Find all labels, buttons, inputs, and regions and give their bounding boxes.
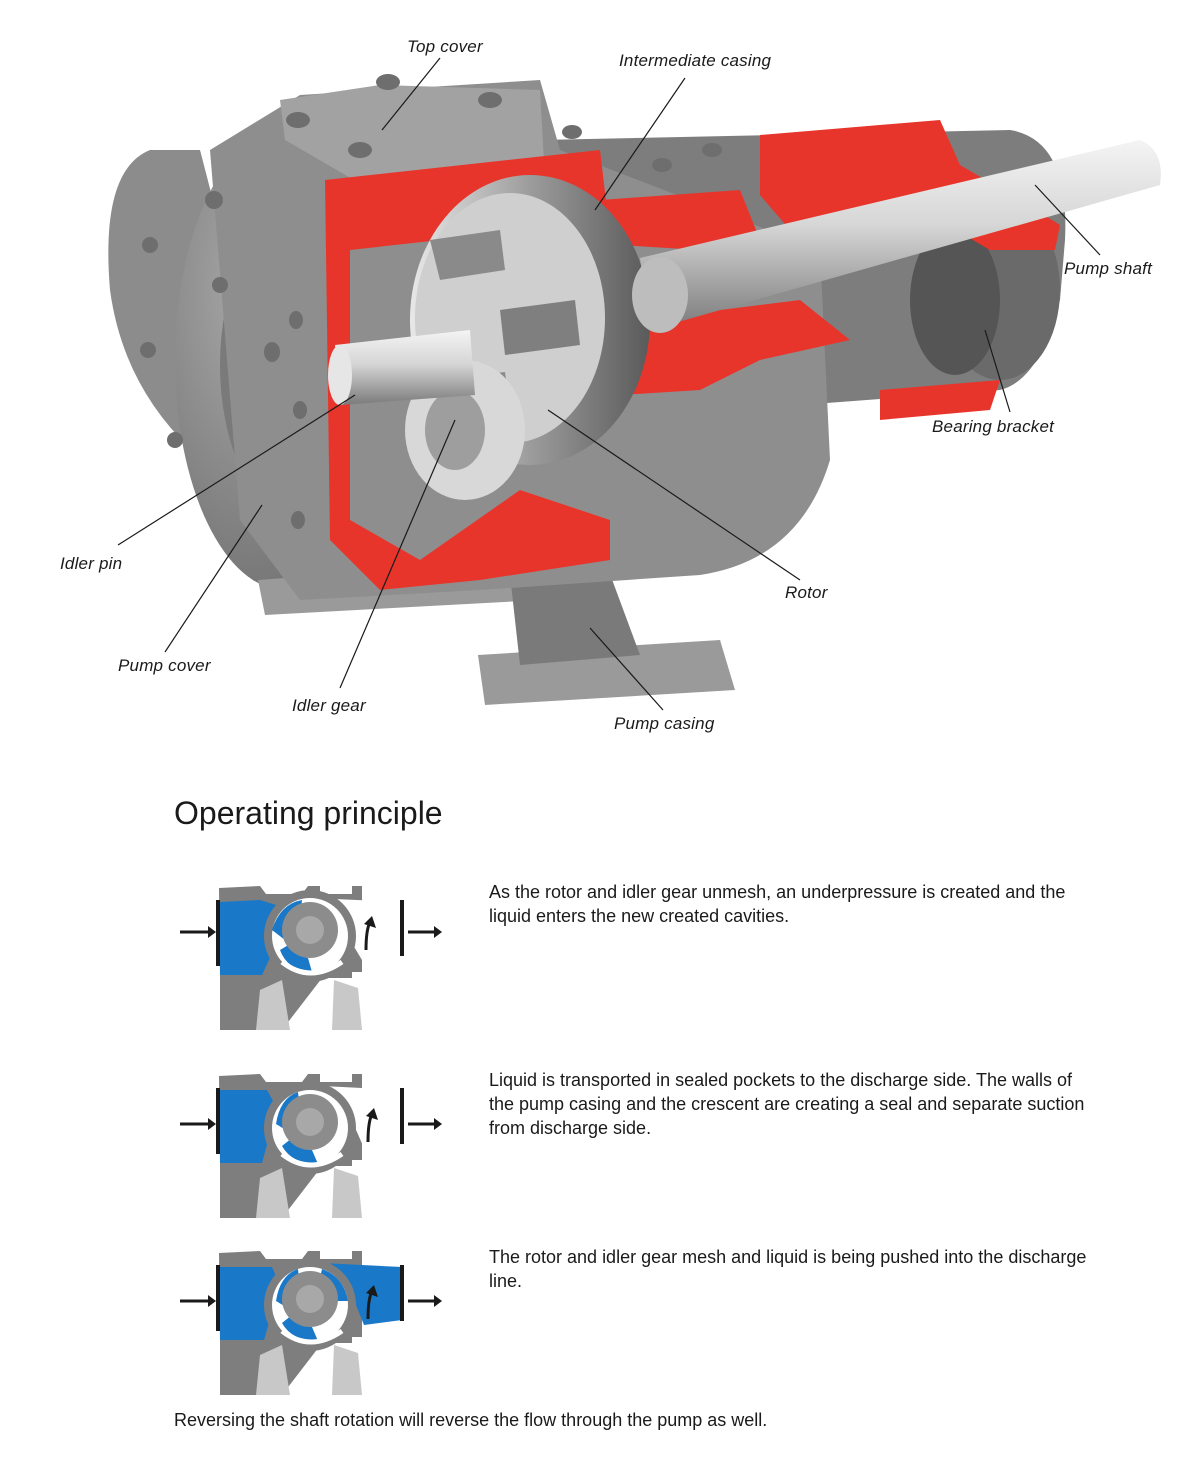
idler-pin xyxy=(328,330,475,405)
pump-cutaway-illustration: Top cover Intermediate casing Pump shaft… xyxy=(60,37,1161,733)
step-1-description: As the rotor and idler gear unmesh, an u… xyxy=(489,882,1066,926)
step-1-schematic xyxy=(180,886,442,1030)
label-pump-shaft: Pump shaft xyxy=(1064,259,1152,278)
label-pump-casing: Pump casing xyxy=(614,714,715,733)
label-bearing-bracket: Bearing bracket xyxy=(932,417,1055,436)
label-rotor: Rotor xyxy=(785,583,828,602)
step-2: Liquid is transported in sealed pockets … xyxy=(0,1068,1200,1238)
rotation-arrow xyxy=(364,916,376,951)
footer-note: Reversing the shaft rotation will revers… xyxy=(174,1410,768,1430)
flow-arrow-out xyxy=(408,1118,442,1130)
label-top-cover: Top cover xyxy=(407,37,483,56)
flow-arrow-in xyxy=(180,926,216,938)
step-2-description: Liquid is transported in sealed pockets … xyxy=(489,1070,1085,1138)
step-1: As the rotor and idler gear unmesh, an u… xyxy=(0,880,1200,1050)
step-2-schematic xyxy=(180,1074,442,1218)
flow-arrow-out xyxy=(408,926,442,938)
pump-shaft xyxy=(632,140,1161,333)
label-idler-gear: Idler gear xyxy=(292,696,366,715)
liquid-discharge xyxy=(322,1263,402,1325)
liquid-suction xyxy=(220,1090,277,1163)
section-title: Operating principle xyxy=(174,795,443,831)
flow-arrow-in xyxy=(180,1118,216,1130)
pump-cutaway-drawing xyxy=(108,57,1161,711)
casing-bolts xyxy=(140,74,722,529)
label-pump-cover: Pump cover xyxy=(118,656,211,675)
step-3-schematic xyxy=(180,1251,442,1395)
rotation-arrow xyxy=(366,1108,378,1143)
label-intermediate-casing: Intermediate casing xyxy=(619,51,772,70)
rotation-arrow xyxy=(366,1285,378,1320)
liquid-suction xyxy=(220,1267,280,1340)
label-idler-pin: Idler pin xyxy=(60,554,123,573)
callout-leader-lines xyxy=(117,57,1101,711)
step-3-description: The rotor and idler gear mesh and liquid… xyxy=(489,1247,1087,1291)
flow-arrow-out xyxy=(408,1295,442,1307)
flow-arrow-in xyxy=(180,1295,216,1307)
step-3: The rotor and idler gear mesh and liquid… xyxy=(0,1245,1200,1415)
